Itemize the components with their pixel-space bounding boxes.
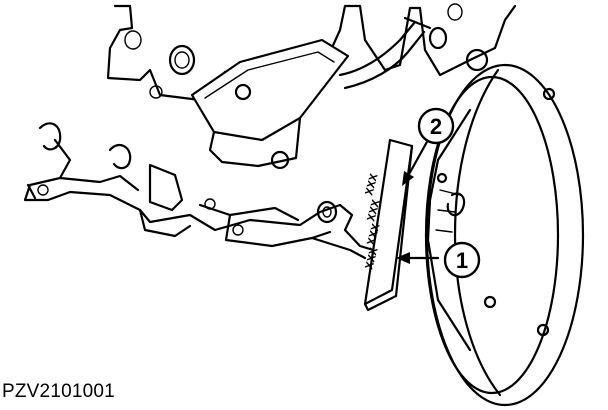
pointer-arrows — [396, 138, 440, 264]
wiring-harness — [23, 122, 382, 260]
svg-text:XXX: XXX — [365, 198, 382, 223]
figure-id: PZV2101001 — [2, 381, 115, 402]
callout-2: 2 — [417, 107, 455, 145]
svg-text:XXX: XXX — [365, 222, 382, 247]
filter-cover — [190, 38, 350, 170]
svg-text:1: 1 — [456, 248, 468, 273]
svg-text:2: 2 — [430, 114, 442, 139]
timing-marks: XXX XXX XXX XXX — [363, 172, 382, 271]
timing-scale-plate: XXX XXX XXX XXX — [363, 138, 414, 312]
svg-text:XXX: XXX — [363, 172, 380, 197]
svg-text:XXX: XXX — [363, 246, 380, 271]
engine-block — [106, 3, 517, 102]
callout-1: 1 — [443, 241, 481, 279]
flywheel — [424, 63, 585, 407]
